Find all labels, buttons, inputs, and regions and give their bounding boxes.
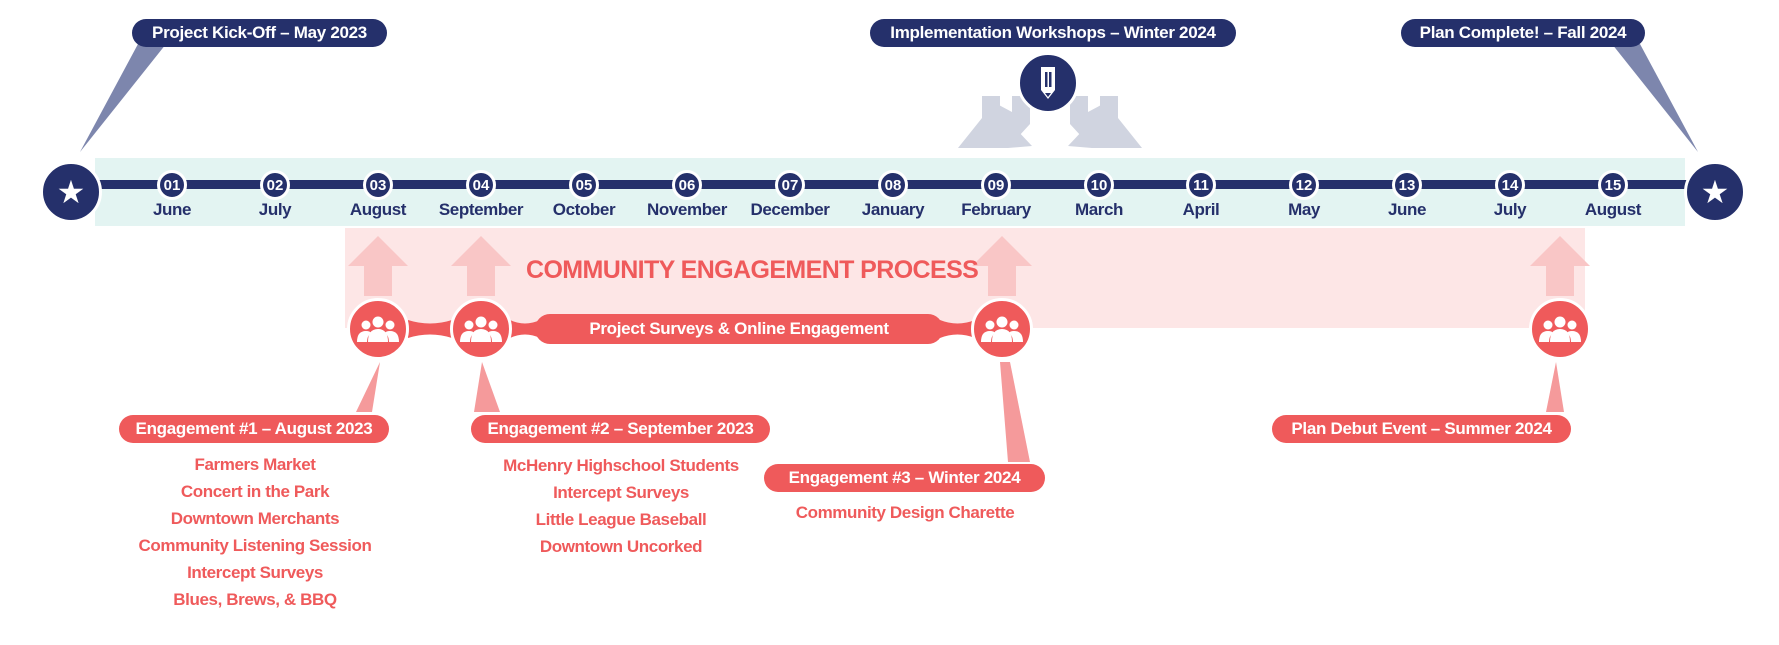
month-number: 14 [1495,170,1525,200]
month-number: 15 [1598,170,1628,200]
up-arrows [348,236,1590,296]
engagement-band [345,228,1585,328]
month-number: 02 [260,170,290,200]
star-icon: ★ [1700,174,1730,210]
engagement-node [450,298,512,360]
month-number: 11 [1186,170,1216,200]
list-item: Community Listening Session [138,536,372,555]
connector [510,320,540,338]
list-item: Farmers Market [194,455,316,474]
event-pill-4: Plan Debut Event – Summer 2024 [1272,415,1571,443]
event-pill-1: Engagement #1 – August 2023 [119,415,389,443]
month-label: August [1584,200,1642,219]
up-arrow [348,236,408,296]
kickoff-milestone: Project Kick-Off – May 2023 [132,19,387,47]
month-number: 07 [775,170,805,200]
star-icon: ★ [56,174,86,210]
month-label: June [152,200,192,219]
complete-callout-tail [1612,44,1698,152]
people-group-icon [357,316,399,342]
up-arrow [972,236,1032,296]
month-number: 05 [569,170,599,200]
event-pill-2: Engagement #2 – September 2023 [471,415,770,443]
event-pill-3: Engagement #3 – Winter 2024 [764,464,1045,492]
month-number: 04 [466,170,496,200]
event-1-activities: Farmers Market Concert in the Park Downt… [124,451,386,613]
up-arrow [1530,236,1590,296]
end-node: ★ [1684,161,1746,223]
connector [940,320,975,338]
month-number: 12 [1289,170,1319,200]
month-label: May [1288,200,1320,219]
engagement-callout-tails [356,362,1564,462]
list-item: Blues, Brews, & BBQ [173,590,337,609]
list-item: Community Design Charette [795,503,1015,522]
month-number: 13 [1392,170,1422,200]
callout-tail [1546,362,1564,412]
month-number: 09 [981,170,1011,200]
kickoff-callout-tail [80,44,166,152]
month-label: November [647,200,727,219]
engagement-node [971,298,1033,360]
list-item: Concert in the Park [180,482,330,501]
workshops-milestone: Implementation Workshops – Winter 2024 [870,19,1236,47]
month-label: March [1074,200,1124,219]
callout-tail [1000,362,1030,462]
engagement-node [347,298,409,360]
month-label: December [750,200,830,219]
list-item: McHenry Highschool Students [503,456,739,475]
month-number: 08 [878,170,908,200]
people-group-icon [981,316,1023,342]
engagement-node [1529,298,1591,360]
month-label: July [258,200,292,219]
month-number: 03 [363,170,393,200]
month-label: September [438,200,524,219]
list-item: Little League Baseball [535,510,707,529]
complete-milestone: Plan Complete! – Fall 2024 [1401,19,1645,47]
event-2-activities: McHenry Highschool Students Intercept Su… [481,452,761,560]
connector [408,320,452,338]
list-item: Downtown Uncorked [539,537,703,556]
callout-tail [474,362,500,412]
month-label: January [861,200,925,219]
month-label: August [349,200,407,219]
people-group-icon [460,316,502,342]
callout-tail [356,362,380,412]
event-3-activities: Community Design Charette [774,499,1036,526]
pencil-icon [1041,67,1055,99]
month-number: 06 [672,170,702,200]
list-item: Downtown Merchants [170,509,340,528]
list-item: Intercept Surveys [553,483,689,502]
month-label: April [1182,200,1220,219]
start-node: ★ [40,161,102,223]
month-label: July [1493,200,1527,219]
engagement-title: COMMUNITY ENGAGEMENT PROCESS [526,256,979,284]
people-group-icon [1539,316,1581,342]
month-number: 01 [157,170,187,200]
engagement-connectors [408,320,975,338]
workshop-node [1017,52,1079,114]
month-label: February [961,200,1031,219]
up-arrow [451,236,511,296]
month-label: October [552,200,616,219]
workshop-arrows [958,96,1142,148]
list-item: Intercept Surveys [187,563,323,582]
month-number: 10 [1084,170,1114,200]
surveys-pill: Project Surveys & Online Engagement [535,314,943,344]
month-label: June [1387,200,1427,219]
